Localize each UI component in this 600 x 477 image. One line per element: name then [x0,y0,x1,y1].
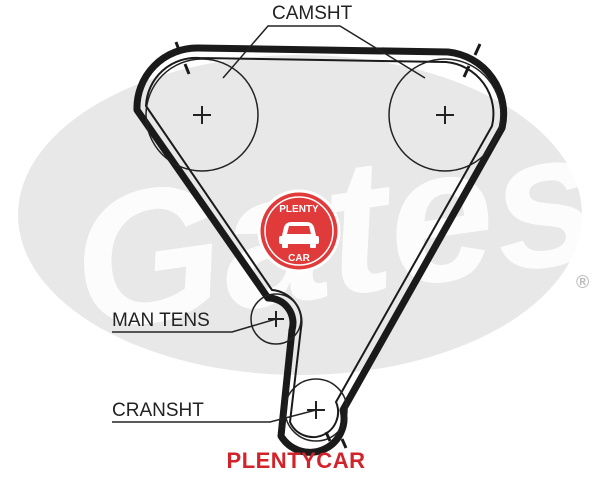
camshaft-label: CAMSHT [272,3,353,24]
timing-mark-left-inner [183,63,191,75]
brand-caption: PLENTYCAR [227,448,366,473]
timing-mark-left-outer [174,41,182,54]
timing-mark-right-outer [473,43,482,56]
plus-icon [193,106,211,124]
timing-mark-crank-a [324,431,332,442]
camshaft-pulley-left [145,58,259,172]
crankshaft-pulley [284,378,348,442]
badge-ring [264,196,334,266]
car-windshield [287,226,311,234]
badge-bottom-text: CAR [288,253,310,264]
timing-belt [133,44,508,456]
timing-marks [174,41,482,449]
belt-outer [133,44,508,456]
camshaft-leader [222,25,426,79]
badge-top-text: PLENTY [279,204,319,215]
crankshaft-leader [112,409,317,423]
camshaft-pulley-right [388,58,502,172]
plus-icon [436,106,454,124]
timing-mark-right-inner [462,65,471,78]
crankshaft-label: CRANSHT [112,400,204,421]
pulleys [145,58,502,442]
plentycar-badge: PLENTY CAR [257,189,341,273]
tensioner-leader [112,318,277,333]
timing-mark-crank-b [340,438,348,449]
tensioner-label: MAN TENS [112,310,210,331]
belt-inner [145,56,495,439]
leader-lines [112,25,426,423]
registered-mark: ® [576,272,589,292]
tensioner-pulley [250,293,302,345]
